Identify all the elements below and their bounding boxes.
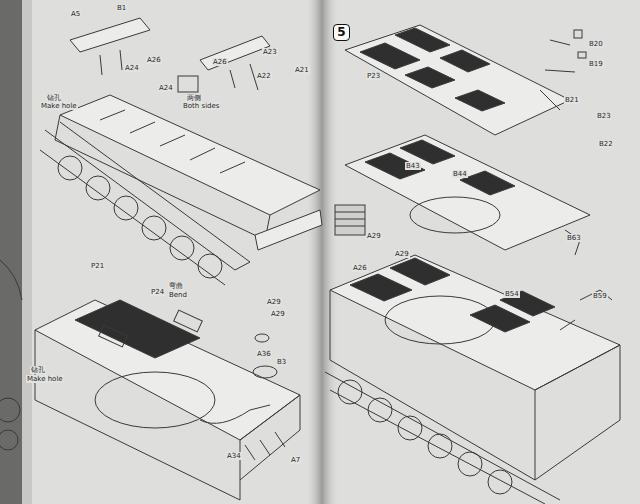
callout-number: A26 — [146, 56, 162, 64]
callout-number: A5 — [70, 10, 81, 18]
callout-number: A29 — [266, 298, 282, 306]
callout-number: A34 — [226, 452, 242, 460]
callout-number: A26 — [212, 58, 228, 66]
callout-number: Both sides — [182, 102, 220, 110]
callout-number: B59 — [592, 292, 608, 300]
callout-number: B63 — [566, 234, 582, 242]
callout-number: 两侧 — [186, 94, 202, 102]
callout-number: P23 — [366, 72, 381, 80]
callout-number: 钻孔 — [46, 94, 62, 102]
callout-number: B1 — [116, 4, 127, 12]
callout-number: B43 — [405, 162, 421, 170]
callout-number: B21 — [564, 96, 580, 104]
step-number-text: 5 — [337, 26, 345, 39]
callout-number: B19 — [588, 60, 604, 68]
callout-number: A22 — [256, 72, 272, 80]
callout-number: B23 — [596, 112, 612, 120]
callout-number: 弯曲 — [168, 282, 184, 290]
callout-number: A29 — [366, 232, 382, 240]
callout-number: A21 — [294, 66, 310, 74]
callout-number: P21 — [90, 262, 105, 270]
callout-number: A29 — [394, 250, 410, 258]
callout-number: A36 — [256, 350, 272, 358]
callout-number: A26 — [352, 264, 368, 272]
callout-number: A23 — [262, 48, 278, 56]
callout-number: A29 — [270, 310, 286, 318]
callout-number: B54 — [504, 290, 520, 298]
callout-number: B22 — [598, 140, 614, 148]
callout-number: B3 — [276, 358, 287, 366]
callout-number: A7 — [290, 456, 301, 464]
callout-number: A24 — [124, 64, 140, 72]
callout-number: P24 — [150, 288, 165, 296]
callout-number: A24 — [158, 84, 174, 92]
callout-number: B20 — [588, 40, 604, 48]
callout-number: Make hole — [40, 102, 78, 110]
callout-number: 钻孔 — [30, 366, 46, 374]
step-number: 5 — [333, 24, 350, 41]
callout-number: Bend — [168, 291, 188, 299]
callout-number: Make hole — [26, 375, 64, 383]
callout-number: B44 — [452, 170, 468, 178]
